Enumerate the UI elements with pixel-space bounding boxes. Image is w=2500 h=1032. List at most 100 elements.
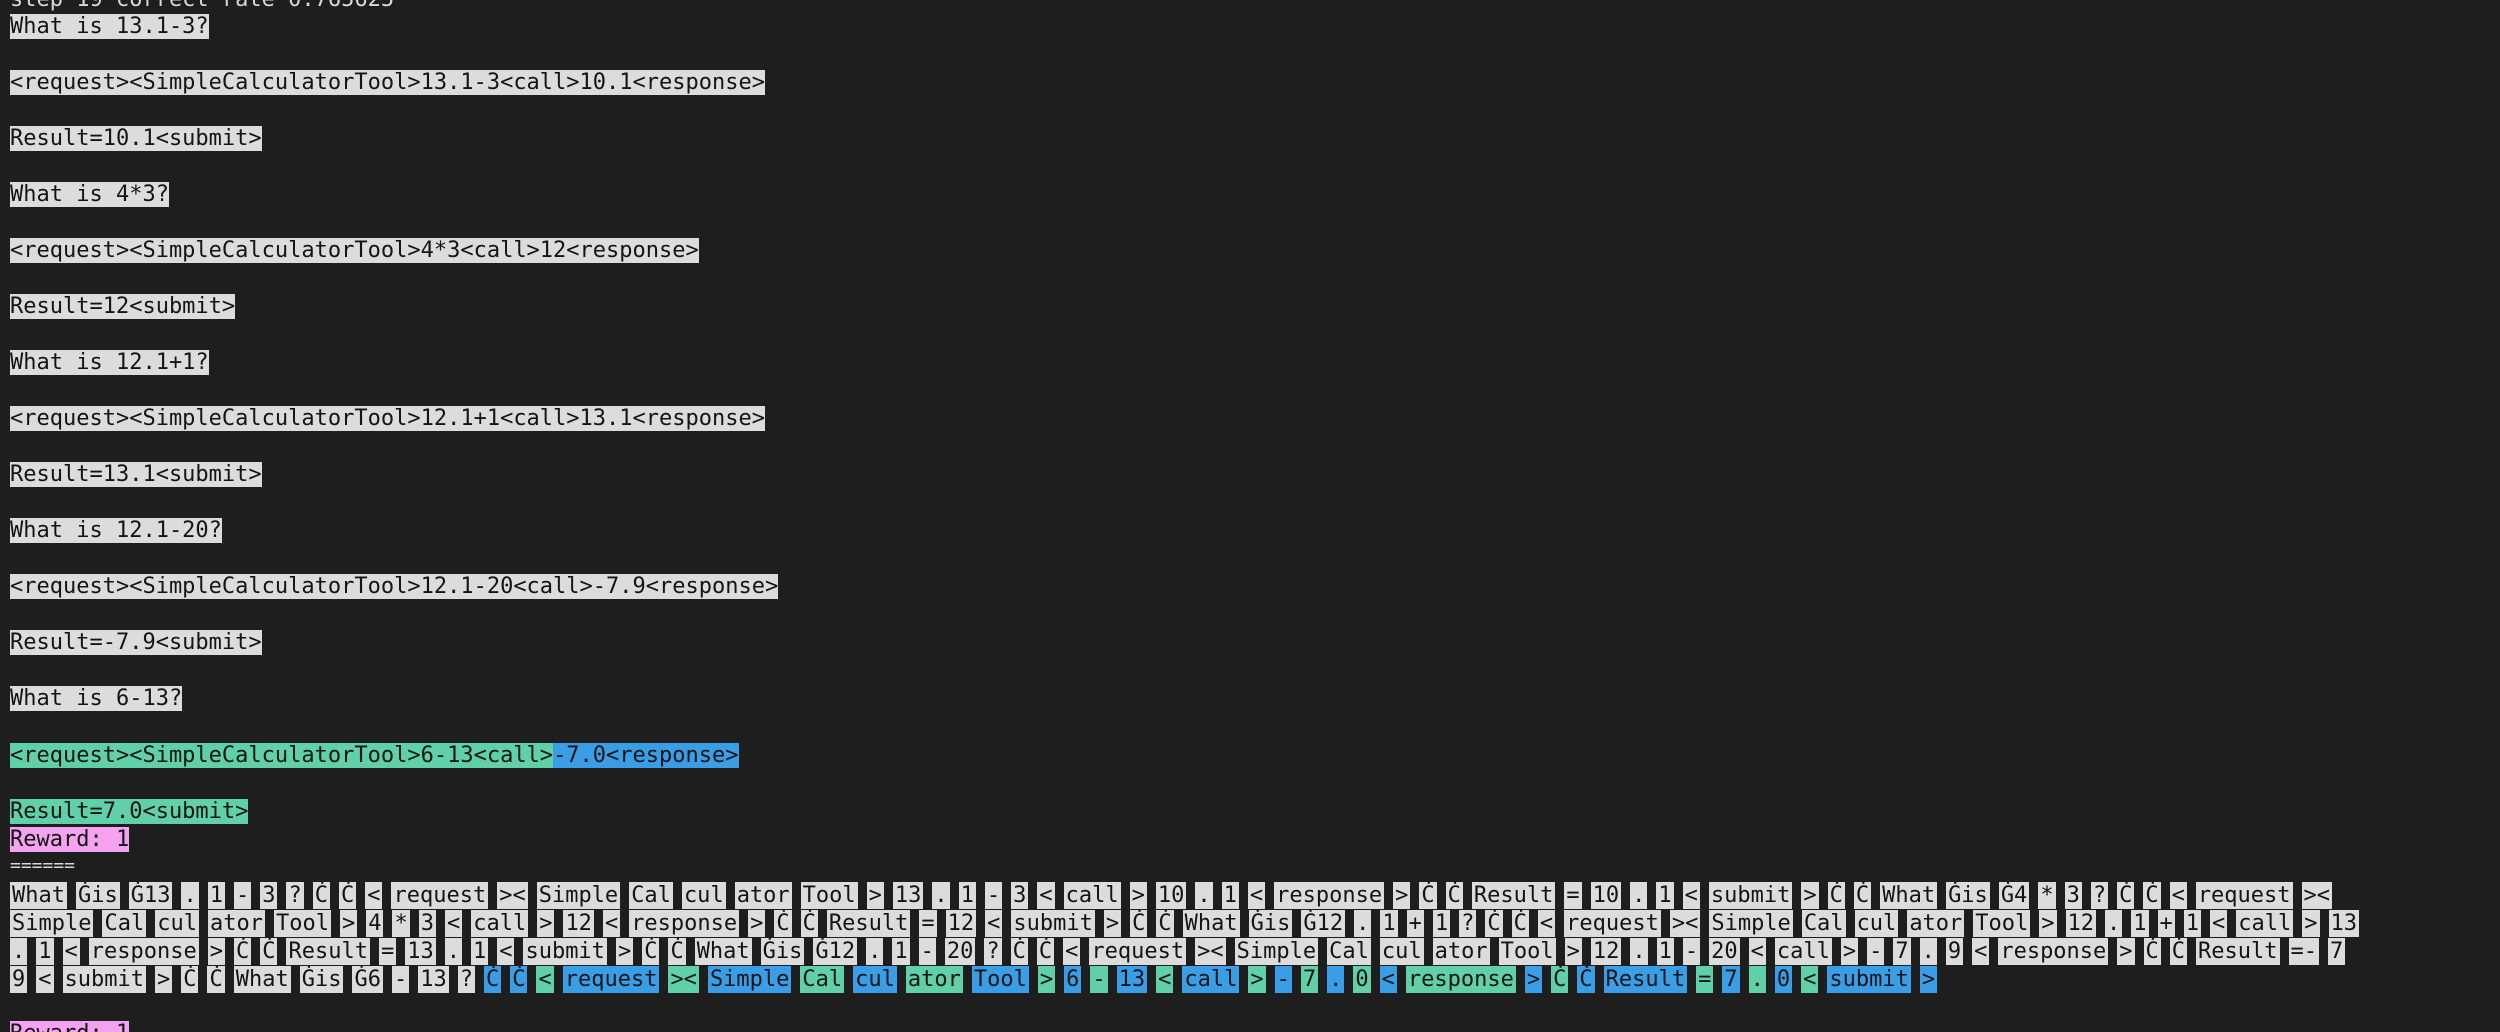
token: - (233, 882, 252, 909)
token: Simple (536, 882, 621, 909)
token: - (1682, 938, 1701, 965)
token: Result (2196, 938, 2280, 965)
token: What (1182, 910, 1240, 937)
transcript-line: <request><SimpleCalculatorTool>13.1-3<ca… (10, 69, 765, 96)
token: What (233, 966, 291, 993)
token: 1 (2183, 910, 2202, 937)
token: Cal (102, 910, 147, 937)
token: Tool (273, 910, 331, 937)
token: Tool (971, 966, 1029, 993)
token: ? (457, 966, 475, 993)
token: 1 (1221, 882, 1239, 909)
token: Ġis (299, 966, 344, 993)
token: . (1195, 882, 1213, 909)
token: - (984, 882, 1003, 909)
transcript-line: Result=13.1<submit> (10, 461, 262, 488)
transcript-line: <request><SimpleCalculatorTool>12.1+1<ca… (10, 405, 765, 432)
token: > (339, 910, 358, 937)
token: >< (1195, 938, 1226, 965)
transcript-line: Result=-7.9<submit> (10, 629, 262, 656)
token: > (1840, 938, 1859, 965)
token: request (1564, 910, 1661, 937)
token: > (207, 938, 225, 965)
token: >< (497, 882, 528, 909)
token: 1 (1432, 910, 1451, 937)
reward-value: Reward: 1 (10, 827, 130, 852)
token: Result (1603, 966, 1688, 993)
token: ator (1432, 938, 1490, 965)
token: . (10, 938, 28, 965)
token: Simple (707, 966, 792, 993)
token: Ċ (1156, 910, 1174, 937)
token: 3 (418, 910, 436, 937)
token: > (154, 966, 173, 993)
token: > (2117, 938, 2135, 965)
token: 13 (418, 966, 449, 993)
token: Ġ4 (1998, 882, 2030, 909)
token: > (1524, 966, 1543, 993)
token: 20 (944, 938, 976, 965)
token: submit (62, 966, 146, 993)
token: 1 (2131, 910, 2149, 937)
transcript-text: Result=-7.9<submit> (10, 630, 262, 655)
transcript-text: Result=10.1<submit> (10, 126, 262, 151)
token: . (1630, 938, 1648, 965)
token: < (1748, 938, 1766, 965)
token: Ċ (2169, 938, 2188, 965)
token: > (537, 910, 555, 937)
token: Cal (1801, 910, 1846, 937)
token: < (1379, 966, 1397, 993)
token: call (2236, 910, 2294, 937)
token: Ċ (1130, 910, 1148, 937)
token: Ġ12 (1301, 910, 1346, 937)
token: 1 (958, 882, 976, 909)
token: What (10, 882, 67, 909)
transcript-text: <request><SimpleCalculatorTool>13.1-3<ca… (10, 70, 765, 95)
token: > (615, 938, 634, 965)
token: Ġ12 (813, 938, 858, 965)
token: 0 (1774, 966, 1793, 993)
token: + (2157, 910, 2175, 937)
token: Ċ (1036, 938, 1055, 965)
token: =- (2288, 938, 2320, 965)
token: 13 (1116, 966, 1148, 993)
token: - (391, 966, 410, 993)
token: Tool (800, 882, 858, 909)
token: response (88, 938, 199, 965)
token: call (1063, 882, 1121, 909)
token: < (2210, 910, 2228, 937)
token: Ġis (1946, 882, 1990, 909)
token: = (919, 910, 937, 937)
token: Ċ (1577, 966, 1595, 993)
token: Ċ (233, 938, 252, 965)
token: 9 (10, 966, 28, 993)
transcript-line: What is 12.1+1? (10, 349, 209, 376)
token: < (602, 910, 621, 937)
token: < (497, 938, 515, 965)
token: . (1354, 910, 1372, 937)
token: Ċ (1827, 882, 1845, 909)
transcript-text: <request><SimpleCalculatorTool>4*3<call>… (10, 238, 699, 263)
token: ator (734, 882, 792, 909)
token: Ċ (642, 938, 660, 965)
token: 20 (1709, 938, 1740, 965)
token: 0 (1353, 966, 1371, 993)
token: ator (207, 910, 265, 937)
token: 3 (260, 882, 278, 909)
token: < (2169, 882, 2187, 909)
token: 12 (945, 910, 977, 937)
token: What (694, 938, 752, 965)
token: . (181, 882, 199, 909)
token: Ċ (1511, 910, 1529, 937)
token: > (1248, 966, 1266, 993)
final-request-response: -7.0<response> (553, 743, 739, 768)
token: > (748, 910, 766, 937)
token: Ċ (207, 966, 225, 993)
token: . (1327, 966, 1345, 993)
token: 4 (366, 910, 384, 937)
token: . (444, 938, 462, 965)
token: Ċ (668, 938, 686, 965)
token: - (918, 938, 936, 965)
reward-line-2: Reward: 1 (10, 1020, 130, 1032)
